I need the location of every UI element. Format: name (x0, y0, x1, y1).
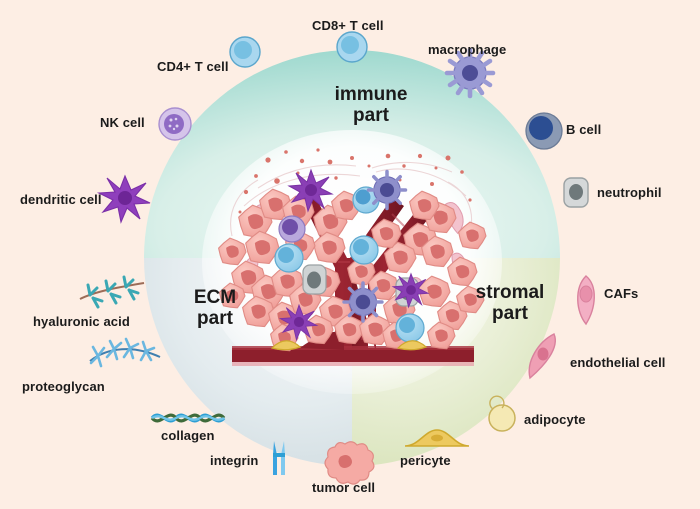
tumor-cell (447, 256, 478, 287)
quadrant-title-stromal: stromal part (475, 282, 545, 324)
cd4-t-cell-icon (229, 36, 261, 68)
pericyte-icon (404, 429, 470, 447)
nk-cell-icon (158, 107, 192, 141)
label-nk-cell: NK cell (100, 115, 145, 130)
label-hyaluronic-acid: hyaluronic acid (33, 314, 130, 329)
ecm-fibers (230, 161, 473, 237)
label-dendritic-cell: dendritic cell (20, 192, 102, 207)
integrin-icon (273, 441, 285, 475)
cafs-icon (577, 275, 595, 326)
core-lymphocyte (274, 186, 425, 343)
tumor-cell (427, 321, 456, 350)
tumor-cell (409, 190, 440, 221)
tumor-cell-icon (324, 441, 375, 485)
tumor-cell (456, 285, 485, 314)
label-cd4-t-cell: CD4+ T cell (157, 59, 229, 74)
dendritic-cell-icon (96, 174, 151, 224)
adipocyte-icon (488, 395, 516, 432)
horizontal-vessel (232, 331, 474, 366)
tumor-cell (334, 314, 365, 345)
tumor-cell (384, 241, 417, 274)
core-pericyte (270, 340, 428, 351)
tumor-cell (359, 313, 392, 346)
endothelial-cell-icon (528, 333, 556, 380)
tumor-cell (218, 237, 247, 266)
tumor-cell (245, 230, 280, 265)
hyaluronic-acid-icon (79, 275, 145, 309)
label-tumor-cell: tumor cell (312, 480, 376, 495)
infiltrating-immune-cells (270, 168, 430, 351)
label-endothelial-cell: endothelial cell (570, 355, 666, 370)
cd8-t-cell-icon (336, 31, 368, 63)
quadrant-title-immune: immune part (334, 84, 408, 126)
label-proteoglycan: proteoglycan (22, 379, 105, 394)
tumor-cell (347, 257, 376, 286)
label-integrin: integrin (210, 453, 259, 468)
tumor-cell (242, 295, 275, 328)
tumor-cell (371, 218, 402, 249)
label-cd8-t-cell: CD8+ T cell (312, 18, 384, 33)
cytokine-dots (238, 148, 472, 214)
tumor-cell (218, 282, 246, 309)
macrophage-icon (444, 47, 496, 99)
label-pericyte: pericyte (400, 453, 451, 468)
proteoglycan-icon (89, 337, 161, 368)
b-cell-icon (525, 112, 563, 150)
label-adipocyte: adipocyte (524, 412, 586, 427)
tumor-cell (418, 275, 451, 308)
tumor-cell (368, 270, 399, 301)
tumor-vasculature-core (218, 148, 487, 366)
quadrant-title-ecm: ECM part (193, 287, 237, 329)
core-macrophage (342, 169, 408, 323)
collagen-icon (150, 413, 226, 423)
tumor-cell (458, 221, 487, 250)
label-b-cell: B cell (566, 122, 602, 137)
label-collagen: collagen (161, 428, 215, 443)
core-nk-cell (278, 215, 306, 243)
tumor-cell (421, 235, 454, 268)
label-cafs: CAFs (604, 286, 639, 301)
label-neutrophil: neutrophil (597, 185, 662, 200)
label-macrophage: macrophage (428, 42, 507, 57)
neutrophil-icon (563, 177, 589, 208)
core-dendritic-cell (278, 168, 430, 342)
